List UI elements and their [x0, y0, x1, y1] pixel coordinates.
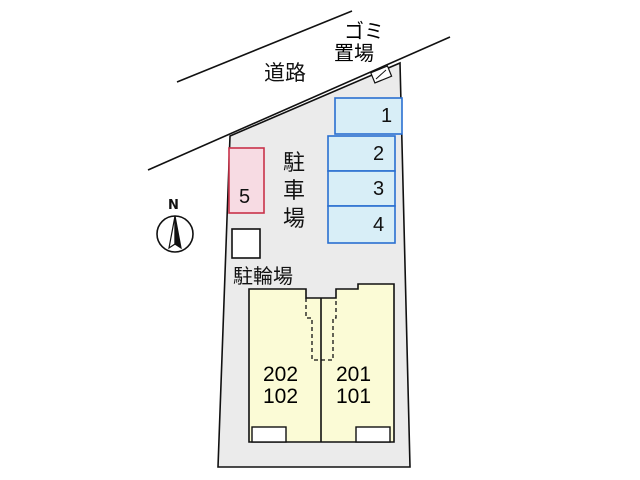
garbage-label-line2: 置場 — [334, 41, 374, 65]
stair-outline — [305, 298, 337, 361]
parking-space-5 — [228, 147, 265, 214]
parking-space-1 — [334, 97, 403, 135]
parking-space-4 — [327, 205, 396, 244]
unit-left: 202 102 — [263, 364, 298, 408]
parking-label: 駐車場 — [282, 151, 305, 232]
compass-label: N — [168, 198, 179, 213]
road-edge-upper — [176, 10, 353, 83]
parking-space-1-label: 1 — [381, 105, 393, 127]
parking-space-5-label: 5 — [239, 186, 251, 208]
parking-space-4-label: 4 — [373, 214, 385, 236]
garbage-area-mark — [375, 69, 387, 80]
bicycle-parking-label: 駐輪場 — [233, 264, 293, 288]
parking-space-3 — [327, 170, 396, 207]
compass-icon — [156, 215, 194, 253]
parking-space-3-label: 3 — [373, 178, 385, 200]
bicycle-parking-area — [231, 228, 261, 259]
unit-right-upper: 201 — [336, 363, 372, 386]
garbage-area-label: ゴミ 置場 — [334, 20, 384, 64]
road-edge-lower — [147, 36, 451, 171]
road-label: 道路 — [264, 61, 306, 85]
unit-left-upper: 202 — [263, 363, 299, 386]
unit-left-lower: 102 — [263, 385, 299, 408]
entrance-left — [251, 426, 287, 443]
unit-right-lower: 101 — [336, 385, 372, 408]
entrance-right — [355, 426, 391, 443]
parking-space-2 — [327, 135, 396, 172]
parking-space-2-label: 2 — [373, 143, 385, 165]
garbage-label-line1: ゴミ — [344, 19, 384, 43]
unit-right: 201 101 — [336, 364, 371, 408]
